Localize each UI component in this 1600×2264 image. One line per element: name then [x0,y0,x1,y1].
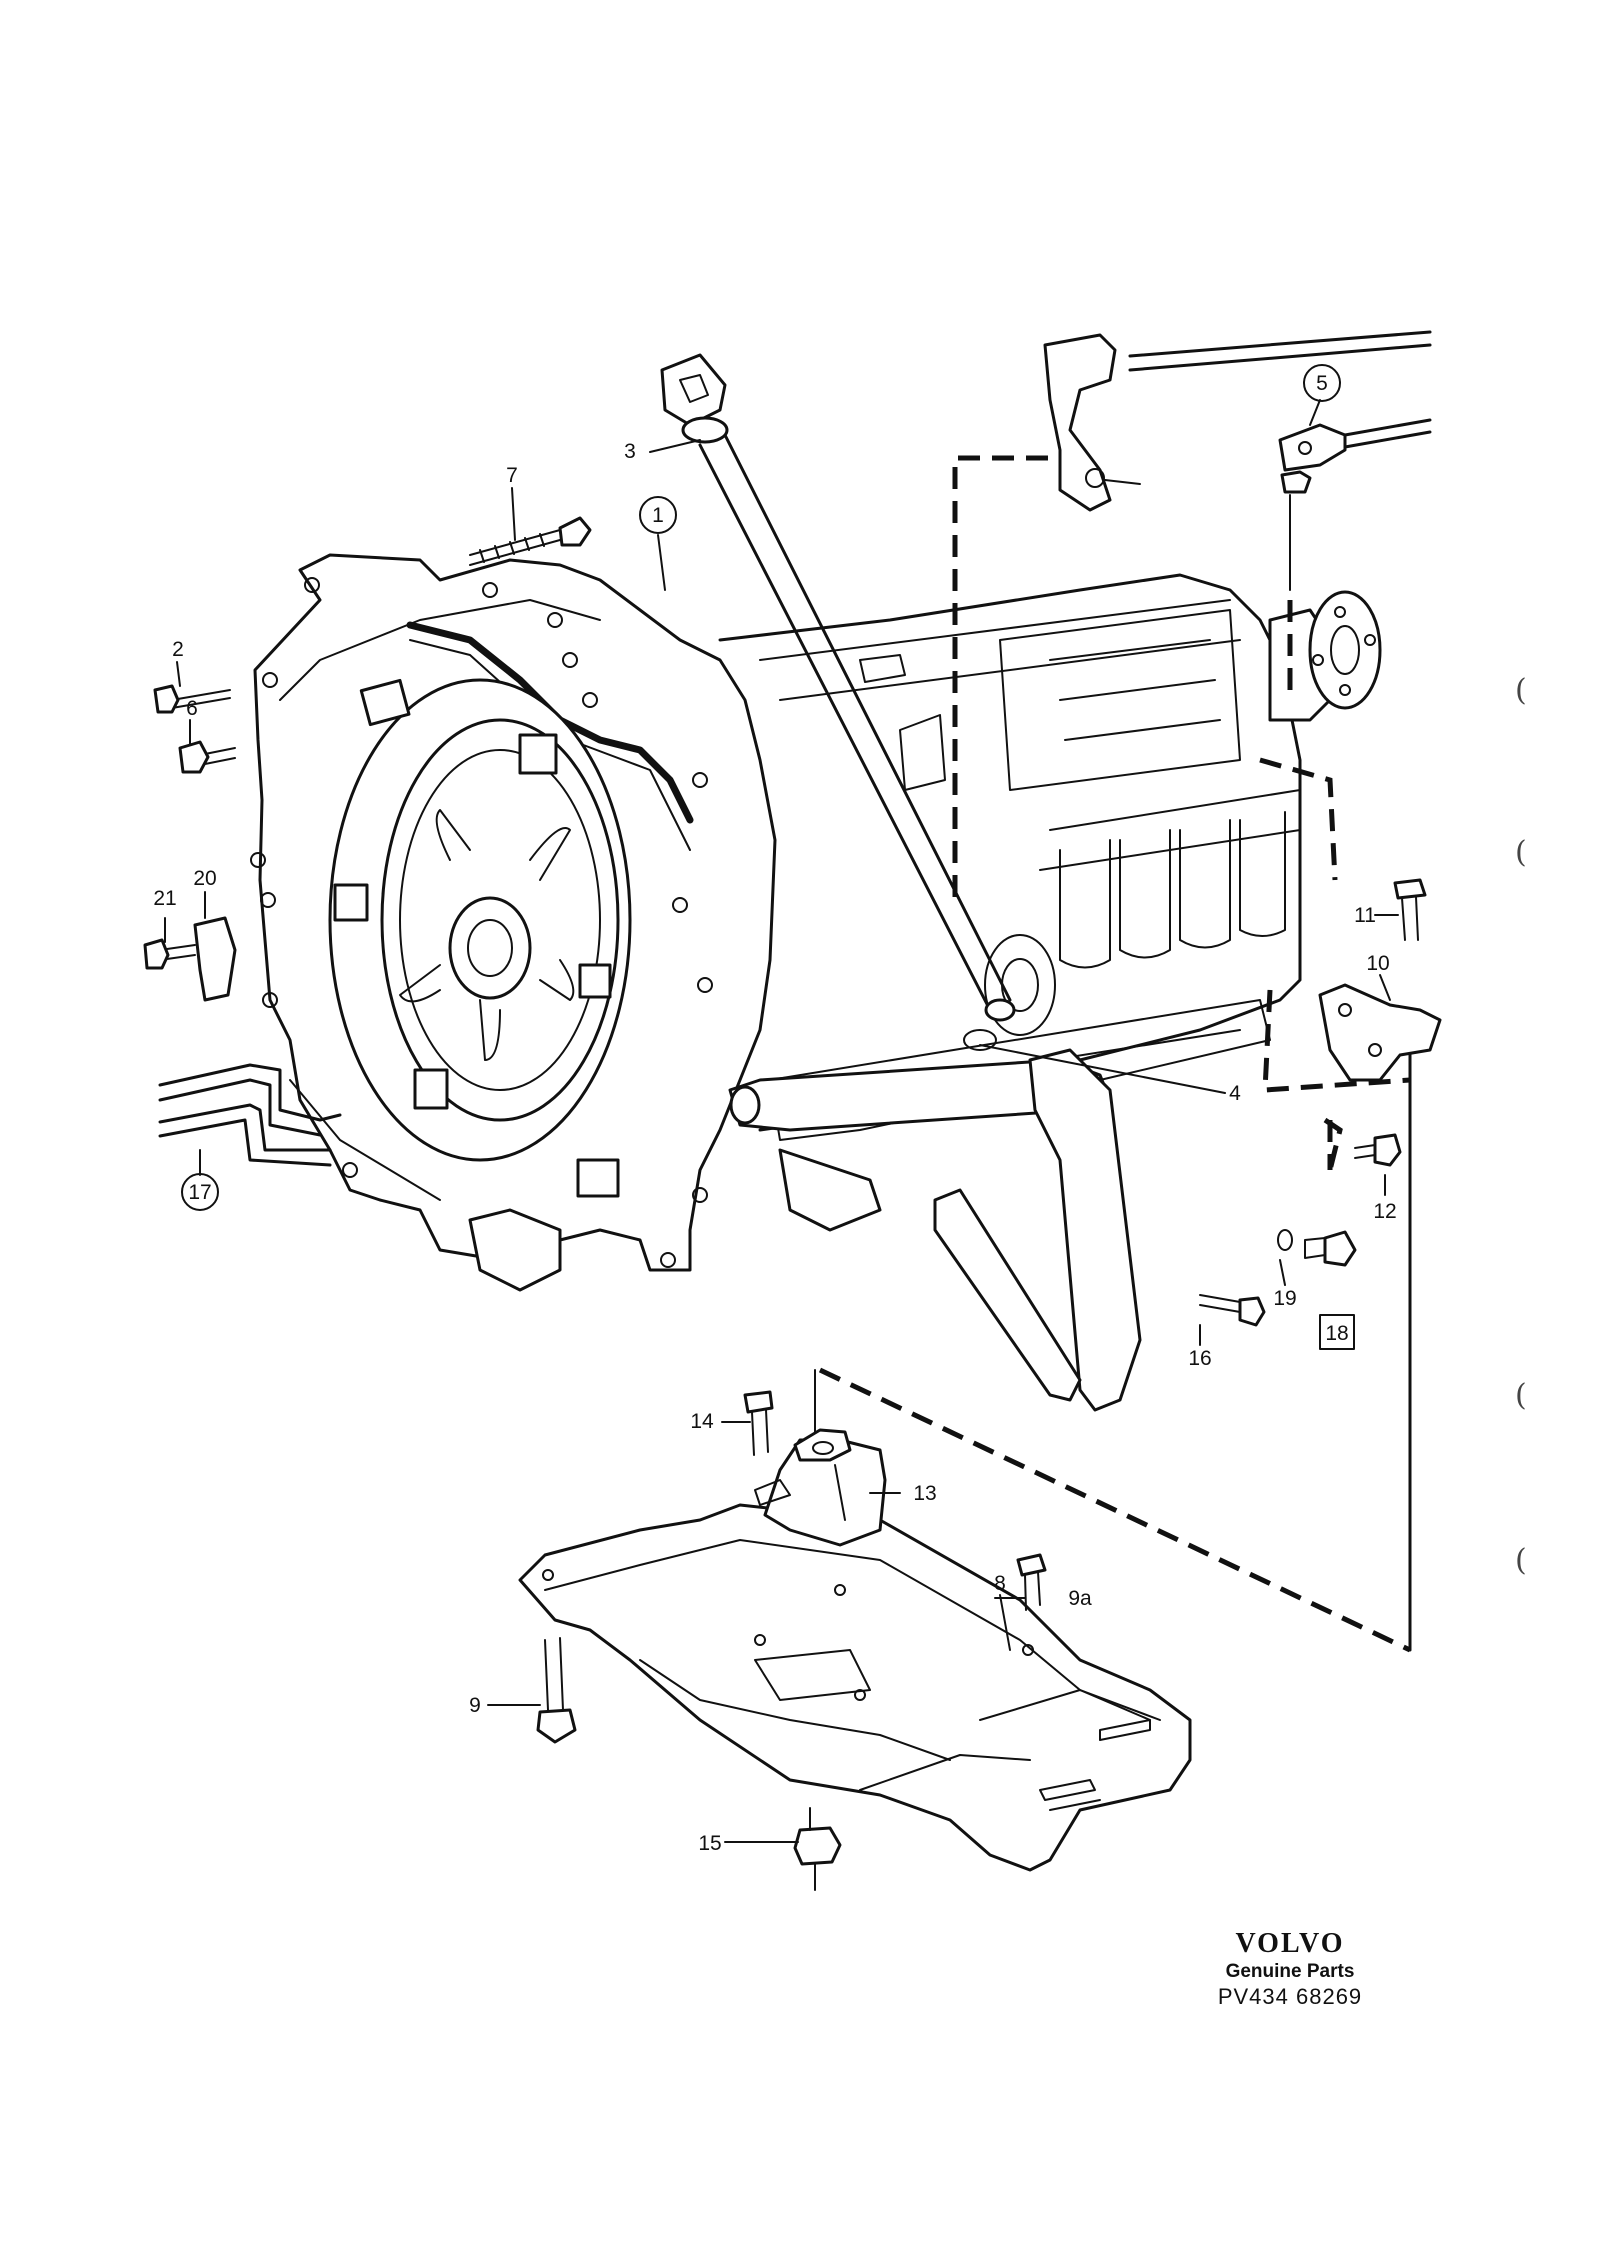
brand-subtitle: Genuine Parts [1226,1961,1355,1982]
shift-linkage [1043,330,1432,591]
callout-circle-1 [639,496,677,534]
margin-mark: ( [1515,1378,1527,1413]
callout-5: 5 [1316,372,1328,395]
callout-1: 1 [652,504,664,527]
oil-cooler-lines [158,1063,342,1167]
callout-2: 2 [172,638,184,661]
callout-7: 7 [506,464,518,487]
callout-circle-5 [1303,364,1341,402]
callout-6: 6 [186,697,198,720]
callout-12: 12 [1373,1200,1396,1223]
callout-11: 11 [1354,904,1376,927]
callout-15: 15 [698,1832,721,1855]
callout-18: 18 [1325,1322,1348,1345]
callout-16: 16 [1188,1347,1211,1370]
callout-9: 9 [469,1694,481,1717]
transmission-mount [754,1428,887,1547]
callout-circle-17 [181,1173,219,1211]
volvo-logo: VOLVO [1236,1928,1345,1959]
callout-box-18 [1319,1314,1355,1350]
margin-mark: ( [1515,835,1527,870]
callout-13: 13 [913,1482,936,1505]
crossmember [518,1503,1192,1872]
callout-9a: 9a [1068,1587,1092,1610]
margin-mark: ( [1515,1543,1527,1578]
callout-20: 20 [193,867,216,890]
torque-converter [328,678,632,1198]
volvo-brand-block: VOLVO Genuine Parts PV434 68269 [1218,1928,1362,2009]
callout-19: 19 [1273,1287,1296,1310]
callout-4: 4 [1229,1082,1241,1105]
assembly-guide-lines [814,455,1412,1653]
callout-labels: 1 2 3 4 5 6 7 8 9 9a 10 11 12 13 14 15 1… [153,364,1397,1855]
callout-leaders [164,399,1399,1843]
callout-3: 3 [624,440,636,463]
margin-marks: ( ( ( ( [1515,673,1527,1578]
margin-mark: ( [1515,673,1527,708]
callout-10: 10 [1366,952,1389,975]
rear-support-link [728,1048,1142,1412]
illustration-code: PV434 68269 [1218,1984,1362,2009]
dipstick-tube [660,353,1016,1022]
fasteners [143,516,1442,1891]
callout-14: 14 [690,1410,714,1433]
callout-8: 8 [994,1572,1006,1595]
callout-21: 21 [153,887,176,910]
callout-17: 17 [188,1181,211,1204]
